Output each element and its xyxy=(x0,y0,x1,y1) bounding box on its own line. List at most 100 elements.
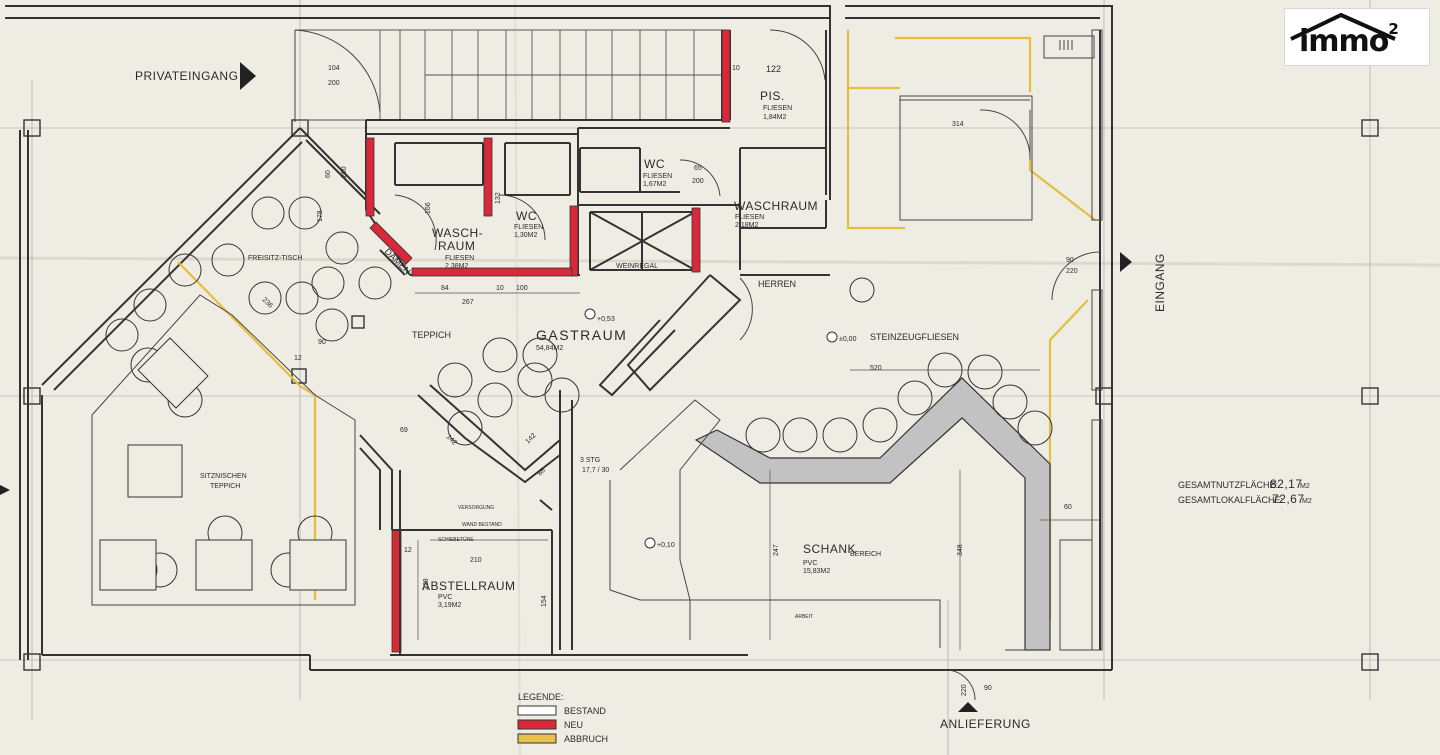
dim-348: 348 xyxy=(957,544,964,556)
logo-text: immo xyxy=(1299,24,1389,59)
niche-outline xyxy=(91,294,356,606)
waschraum-label: WASCHRAUM xyxy=(734,199,818,213)
bar-area-outline xyxy=(609,399,1050,651)
dim-84: 84 xyxy=(441,285,449,292)
dim-247: 247 xyxy=(773,544,780,556)
dim-220: 220 xyxy=(961,684,968,696)
pis-label: PIS. xyxy=(760,89,785,103)
pis-material: FLIESEN xyxy=(763,105,792,112)
freisitz-label: FREISITZ-TISCH xyxy=(248,255,302,262)
toilet-block xyxy=(365,30,831,276)
legend-swatch-neu xyxy=(517,719,557,730)
abstellraum-material: PVC xyxy=(438,594,452,601)
outer-walls xyxy=(5,5,1113,671)
new-walls xyxy=(365,29,731,653)
dim-166: 166 xyxy=(425,202,432,214)
gesamtnutz-unit: M2 xyxy=(1300,483,1310,490)
level-markers xyxy=(584,308,838,549)
pis-area: 1,84M2 xyxy=(763,114,786,121)
waschraum-material: FLIESEN xyxy=(735,214,764,221)
stairs-label-line2: 17,7 / 30 xyxy=(582,467,609,474)
dim-220: 220 xyxy=(1066,268,1078,275)
legend-title: LEGENDE: xyxy=(518,692,564,702)
door-swings xyxy=(294,29,1101,701)
dim-60: 60 xyxy=(325,170,332,178)
central-walls xyxy=(359,274,742,655)
legend: LEGENDE: BESTAND NEU ABBRUCH xyxy=(517,692,608,744)
legend-label-abbruch: ABBRUCH xyxy=(564,734,608,744)
anlieferung-label: ANLIEFERUNG xyxy=(940,717,1031,731)
arbeit-label: ARBEIT xyxy=(795,614,813,620)
wasch-material: FLIESEN xyxy=(445,255,474,262)
dim-88: 88 xyxy=(536,467,547,478)
level-010: +0,10 xyxy=(657,542,675,549)
dim-12: 12 xyxy=(294,355,302,362)
wasch-label-line2: RAUM xyxy=(438,239,475,253)
dim-142: 142 xyxy=(524,432,537,445)
herren-label: HERREN xyxy=(758,279,796,289)
tables xyxy=(99,337,347,591)
sitznischen-label: SITZNISCHEN xyxy=(200,473,247,480)
gastraum-area: 54,84M2 xyxy=(536,345,563,352)
versorgung-label: VERSORGUNG xyxy=(458,505,494,511)
dim-65: 65 xyxy=(694,165,702,172)
dim-210: 210 xyxy=(470,557,482,564)
wc1-area: 1,67M2 xyxy=(643,181,666,188)
wc1-label: WC xyxy=(644,157,665,171)
entry-markers xyxy=(0,62,1132,712)
eingang-label: EINGANG xyxy=(1153,253,1167,312)
level-053: +0,53 xyxy=(597,316,615,323)
schank-area: 15,83M2 xyxy=(803,568,830,575)
dim-200: 200 xyxy=(328,80,340,87)
gastraum-label: GASTRAUM xyxy=(536,327,627,343)
schiebetuere-label: SCHIEBETÜRE xyxy=(438,536,474,543)
wand-bestand-label: WAND BESTAND xyxy=(462,522,502,528)
level-000: ±0,00 xyxy=(839,336,857,343)
dim-132: 132 xyxy=(495,192,502,204)
immo-logo: immo2 xyxy=(1284,8,1430,66)
dim-90: 90 xyxy=(984,685,992,692)
abstellraum-label: ABSTELLRAUM xyxy=(422,579,516,593)
top-stairs xyxy=(295,29,725,121)
paper-fold xyxy=(514,0,521,755)
dim-228: 228 xyxy=(423,578,430,590)
wc2-label: WC xyxy=(516,209,537,223)
waschraum-area: 2,18M2 xyxy=(735,222,758,229)
abstellraum-area: 3,19M2 xyxy=(438,602,461,609)
dim-100: 100 xyxy=(516,285,528,292)
gesamtnutz-label: GESAMTNUTZFLÄCHE: xyxy=(1178,480,1278,490)
gesamtlokal-unit: M2 xyxy=(1302,498,1312,505)
dim-10: 10 xyxy=(732,65,740,72)
privateingang-label: PRIVATEINGANG xyxy=(135,69,238,83)
schank-sub: BEREICH xyxy=(850,551,881,558)
dim-90: 90 xyxy=(1066,257,1074,264)
legend-swatch-abbruch xyxy=(517,733,557,744)
dim-60: 60 xyxy=(1064,504,1072,511)
weinregal-label: WEINREGAL xyxy=(616,263,658,270)
gesamtlokal-label: GESAMTLOKALFLÄCHE: xyxy=(1178,495,1283,505)
legend-swatch-bestand xyxy=(517,705,557,716)
schank-label: SCHANK xyxy=(803,542,856,556)
wc2-material: FLIESEN xyxy=(514,224,543,231)
dim-154: 154 xyxy=(541,595,548,607)
dim-267: 267 xyxy=(462,299,474,306)
dim-122: 122 xyxy=(766,64,781,74)
gesamtnutz-value: 82,17 xyxy=(1270,477,1303,491)
dim-104: 104 xyxy=(328,65,340,72)
dim-520: 520 xyxy=(870,365,882,372)
logo-superscript: 2 xyxy=(1388,20,1398,38)
dim-10: 10 xyxy=(496,285,504,292)
wc2-area: 1,30M2 xyxy=(514,232,537,239)
schank-material: PVC xyxy=(803,560,817,567)
bar-counter xyxy=(694,377,1051,651)
stairs-label-line1: 3 STG xyxy=(580,457,600,464)
paper-fold xyxy=(0,256,1440,267)
dim-200: 200 xyxy=(341,166,348,178)
diagonal-facade xyxy=(41,127,381,391)
dim-90: 90 xyxy=(318,339,326,346)
legend-label-bestand: BESTAND xyxy=(564,706,606,716)
dim-200: 200 xyxy=(692,178,704,185)
teppich-label: TEPPICH xyxy=(412,330,451,340)
